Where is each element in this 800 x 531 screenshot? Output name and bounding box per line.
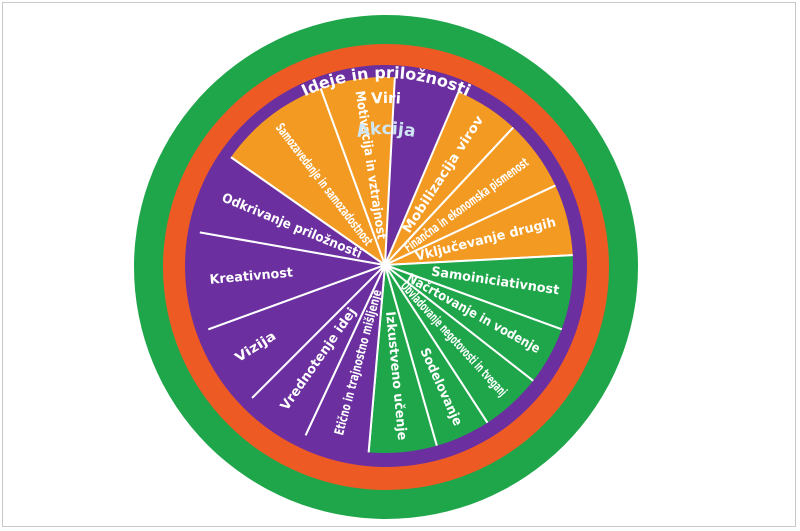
segment-label: Kreativnost — [209, 266, 294, 288]
wheel-segment — [294, 77, 400, 266]
wheel-segment — [361, 264, 458, 453]
wheel-segment — [384, 250, 573, 356]
action-ring-label: Akcija — [355, 119, 417, 142]
action-ring-label-path: Akcija — [355, 119, 417, 142]
segment-group — [197, 77, 573, 453]
wheel-segment — [273, 264, 386, 453]
resources-ring-label: Viri — [371, 89, 402, 108]
wheel-segment — [197, 218, 389, 356]
wheel-segment — [197, 114, 386, 266]
resources-ring-label-path: Viri — [371, 89, 402, 108]
wheel-segment — [384, 153, 573, 266]
